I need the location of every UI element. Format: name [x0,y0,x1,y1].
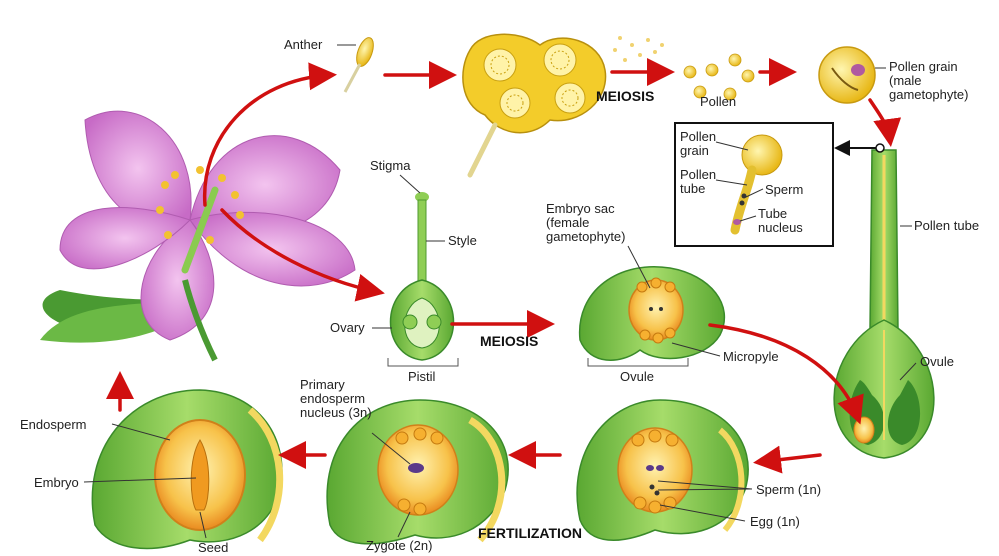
label-ovule-right: Ovule [920,355,954,369]
label-seed: Seed [198,541,228,555]
pollen-tube-ovule-right [834,144,934,458]
label-endosperm: Endosperm [20,418,86,432]
label-pollen: Pollen [700,95,736,109]
label-embryo-sac: Embryo sac (female gametophyte) [546,202,626,244]
anther-cross-section [463,34,664,175]
label-egg-1n: Egg (1n) [750,515,800,529]
label-ovary: Ovary [330,321,365,335]
label-pollen-grain-male: Pollen grain (male gametophyte) [889,60,969,102]
ovule-middle [580,246,725,366]
seed [84,390,282,548]
label-inset-pollen-grain: Pollen grain [680,130,716,158]
label-sperm-1n: Sperm (1n) [756,483,821,497]
label-zygote: Zygote (2n) [366,539,432,553]
label-ovule-mid: Ovule [620,370,654,384]
label-fertilization: FERTILIZATION [478,526,582,540]
anther-shape [337,36,377,92]
label-inset-tube-nucleus: Tube nucleus [758,207,803,235]
pollen-grain-male [819,47,886,103]
pistil [372,175,458,366]
label-micropyle: Micropyle [723,350,779,364]
label-primary-endosperm: Primary endosperm nucleus (3n) [300,378,372,420]
label-inset-sperm: Sperm [765,183,803,197]
label-stigma: Stigma [370,159,410,173]
label-embryo: Embryo [34,476,79,490]
label-inset-pollen-tube: Pollen tube [680,168,716,196]
label-pollen-tube: Pollen tube [914,219,979,233]
fertilization-ovule [577,400,752,540]
label-meiosis-top: MEIOSIS [596,89,654,103]
label-pistil: Pistil [408,370,435,384]
zygote-ovule [327,400,508,544]
label-meiosis-mid: MEIOSIS [480,334,538,348]
label-style: Style [448,234,477,248]
label-anther: Anther [284,38,322,52]
flower [40,111,355,360]
